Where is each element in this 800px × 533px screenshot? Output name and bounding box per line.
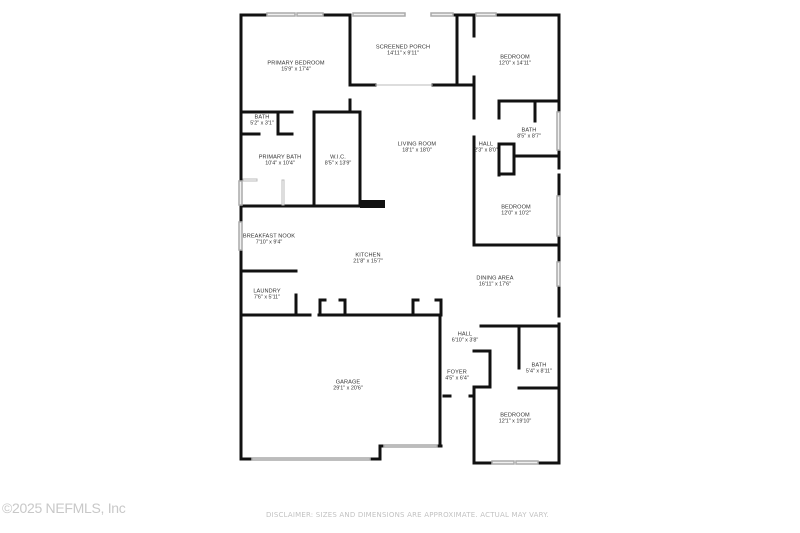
room-foyer: FOYER 4'5" x 6'4" <box>445 369 469 383</box>
windows <box>238 12 561 465</box>
room-bath-2: BATH 8'5" x 8'7" <box>517 127 541 141</box>
room-bath-small: BATH 5'2" x 3'1" <box>250 114 274 128</box>
room-primary-bath: PRIMARY BATH 10'4" x 10'4" <box>258 154 302 168</box>
copyright-watermark: ©2025 NEFMLS, Inc <box>2 500 126 516</box>
room-garage: GARAGE 29'1" x 20'6" <box>333 379 363 393</box>
walls <box>239 13 561 465</box>
room-bedroom-2: BEDROOM 12'0" x 10'2" <box>501 204 531 218</box>
room-screened-porch: SCREENED PORCH 14'11" x 9'11" <box>375 44 431 58</box>
room-living-room: LIVING ROOM 18'1" x 18'0" <box>397 141 437 155</box>
room-dining-area: DINING AREA 16'11" x 17'6" <box>476 275 514 289</box>
room-hall-2: HALL 6'10" x 3'8" <box>451 331 479 345</box>
room-hall-1: HALL 2'3" x 8'0" <box>474 141 498 155</box>
room-kitchen: KITCHEN 21'8" x 15'7" <box>353 252 383 266</box>
room-bedroom-3: BEDROOM 12'1" x 19'10" <box>498 412 532 426</box>
fireplace-block <box>360 200 385 208</box>
room-wic: W.I.C. 8'5" x 13'9" <box>324 154 352 168</box>
room-primary-bedroom: PRIMARY BEDROOM 15'9" x 17'4" <box>267 60 325 74</box>
room-bath-3: BATH 5'4" x 8'11" <box>525 362 553 376</box>
room-breakfast-nook: BREAKFAST NOOK 7'10" x 9'4" <box>242 233 296 247</box>
disclaimer-text: DISCLAIMER: SIZES AND DIMENSIONS ARE APP… <box>266 511 549 519</box>
room-laundry: LAUNDRY 7'6" x 5'11" <box>253 288 281 302</box>
room-bedroom-1: BEDROOM 12'0" x 14'11" <box>498 54 532 68</box>
